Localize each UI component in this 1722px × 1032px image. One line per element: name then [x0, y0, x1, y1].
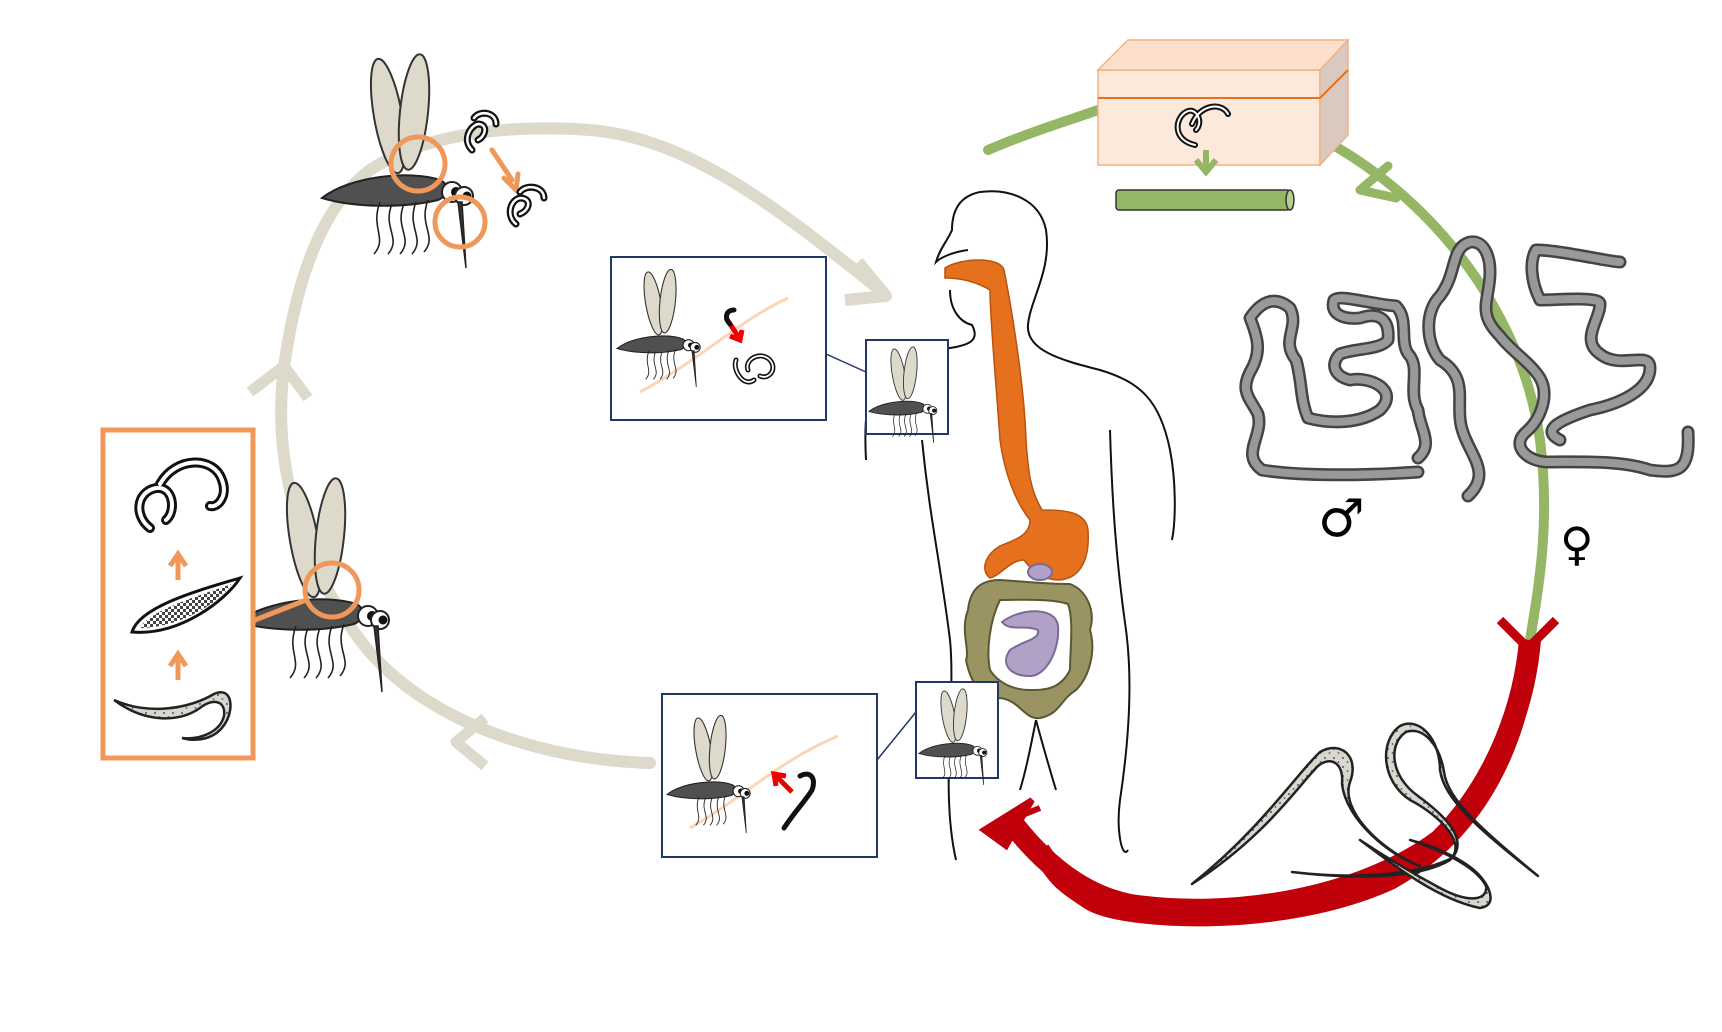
inset-mosquito-lower [915, 681, 999, 786]
larva-icon [463, 109, 548, 228]
inset-bite-ingest [661, 693, 878, 858]
highlight-circle-head [388, 134, 448, 194]
adult-worm-icon [1239, 235, 1695, 503]
human-cycle-arrow [983, 105, 1550, 645]
lymph-vessel [1115, 189, 1291, 211]
inset-mosquito-upper [865, 339, 949, 444]
highlight-circle-proboscis [432, 194, 488, 250]
larval-development-box [100, 427, 256, 761]
mosquito-icon [237, 475, 390, 693]
human-silhouette-icon [864, 190, 1176, 861]
digestive-tract [944, 259, 1094, 720]
female-symbol: ♀ [1560, 517, 1594, 571]
mosquito-cycle-arrow [246, 122, 892, 771]
microfilaria-arrow [978, 616, 1560, 927]
microfilaria-icon [1190, 722, 1540, 910]
inset-bite-deposit [610, 256, 827, 421]
male-symbol: ♂ [1318, 489, 1365, 549]
mosquito-icon [321, 51, 474, 269]
lymph-tissue-icon [1096, 38, 1350, 211]
highlight-circle-thorax [302, 560, 362, 620]
